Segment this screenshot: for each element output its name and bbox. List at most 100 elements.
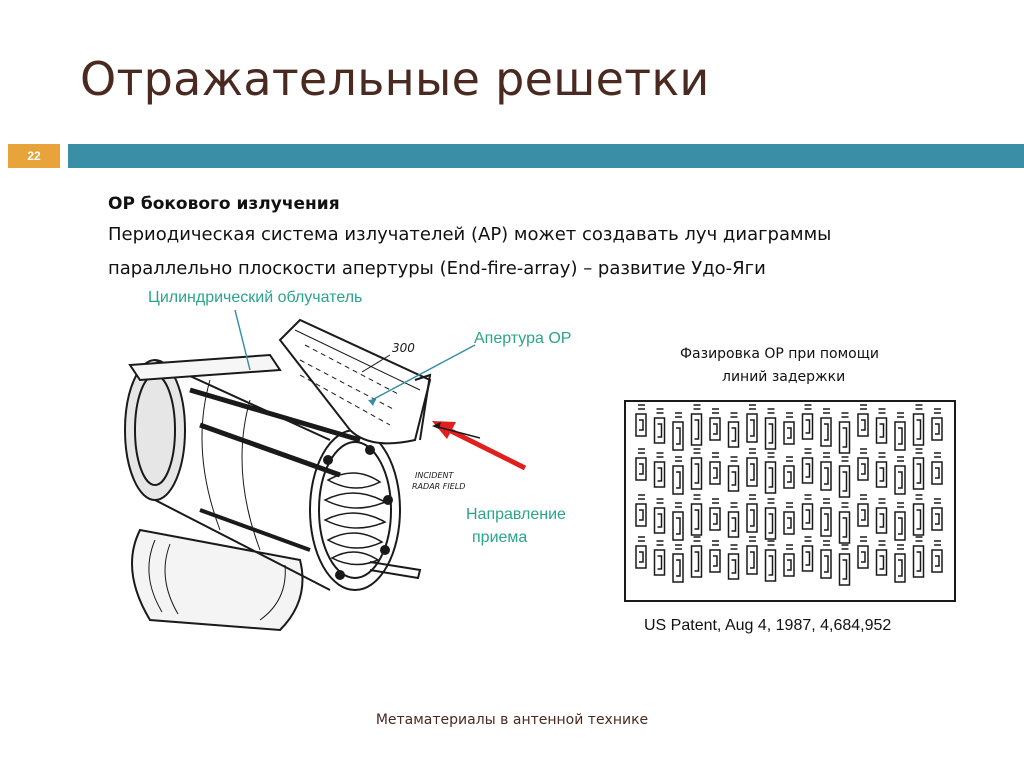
delay-line-tab bbox=[860, 494, 867, 500]
drawing-incident-label-2: RADAR FIELD bbox=[412, 482, 465, 491]
delay-line-tab bbox=[749, 494, 756, 500]
delay-line-tab bbox=[915, 494, 923, 500]
delay-line-tab bbox=[823, 498, 830, 504]
delay-line-tab bbox=[693, 494, 701, 500]
patent-reference: US Patent, Aug 4, 1987, 4,684,952 bbox=[644, 617, 892, 634]
delay-line-cell bbox=[727, 553, 740, 580]
delay-line-tab bbox=[897, 502, 904, 508]
delay-line-tab bbox=[730, 502, 738, 508]
delay-line-cell bbox=[709, 507, 721, 531]
delay-line-tab bbox=[804, 448, 812, 454]
delay-line-cell bbox=[912, 503, 925, 536]
delay-line-tab bbox=[638, 536, 645, 542]
delay-line-tab bbox=[730, 544, 738, 550]
delay-line-tab bbox=[712, 408, 719, 414]
header-bar bbox=[68, 144, 1024, 168]
delay-line-cell bbox=[857, 503, 869, 527]
delay-line-tab bbox=[786, 502, 793, 508]
delay-line-tab bbox=[934, 540, 941, 546]
delay-line-cell bbox=[709, 461, 721, 485]
delay-line-tab bbox=[656, 452, 664, 458]
delay-line-cell bbox=[801, 457, 814, 484]
delay-line-cell bbox=[783, 421, 795, 445]
delay-line-cell bbox=[820, 507, 832, 537]
delay-line-tab bbox=[730, 412, 738, 418]
delay-line-tab bbox=[841, 412, 849, 418]
delay-line-cell bbox=[727, 421, 740, 448]
delay-line-tab bbox=[860, 404, 867, 410]
delay-line-array-drawing bbox=[624, 400, 956, 602]
delay-line-tab bbox=[712, 452, 719, 458]
footer-text: Метаматериалы в антенной технике bbox=[375, 712, 649, 728]
callout-direction-line-2: приема bbox=[472, 529, 528, 546]
delay-line-cell bbox=[746, 457, 758, 487]
delay-line-cell bbox=[931, 507, 943, 531]
delay-line-tab bbox=[823, 452, 830, 458]
delay-line-tab bbox=[841, 456, 849, 462]
delay-line-tab bbox=[786, 412, 793, 418]
delay-line-tab bbox=[656, 498, 664, 504]
delay-line-tab bbox=[638, 494, 645, 500]
delay-line-tab bbox=[897, 412, 904, 418]
delay-line-tab bbox=[841, 544, 849, 550]
delay-line-cell bbox=[931, 461, 943, 485]
phasing-caption-line-1: Фазировка ОР при помощи bbox=[680, 346, 879, 362]
delay-line-cell bbox=[764, 417, 777, 450]
delay-line-tab bbox=[675, 544, 682, 550]
delay-line-cell bbox=[635, 413, 647, 437]
delay-line-tab bbox=[767, 408, 775, 414]
delay-line-cell bbox=[709, 417, 721, 441]
delay-line-tab bbox=[878, 498, 886, 504]
delay-line-cell bbox=[746, 503, 758, 533]
delay-line-tab bbox=[693, 404, 701, 410]
delay-line-tab bbox=[841, 502, 849, 508]
delay-line-cell bbox=[912, 457, 925, 490]
delay-line-cell bbox=[746, 413, 758, 443]
delay-line-tab bbox=[767, 452, 775, 458]
delay-line-tab bbox=[934, 408, 941, 414]
delay-line-tab bbox=[749, 448, 756, 454]
delay-line-tab bbox=[638, 448, 645, 454]
delay-line-cell bbox=[764, 549, 777, 582]
delay-line-tab bbox=[860, 448, 867, 454]
delay-line-tab bbox=[749, 404, 756, 410]
delay-line-cell bbox=[801, 545, 814, 572]
delay-line-tab bbox=[804, 494, 812, 500]
delay-line-cell bbox=[875, 461, 888, 488]
delay-line-tab bbox=[767, 498, 775, 504]
delay-line-cell bbox=[820, 417, 832, 447]
delay-line-tab bbox=[749, 536, 756, 542]
delay-line-cell bbox=[801, 413, 814, 440]
delay-line-cell bbox=[635, 545, 647, 569]
delay-line-tab bbox=[897, 456, 904, 462]
delay-line-cell bbox=[912, 545, 925, 578]
delay-line-cell bbox=[838, 553, 851, 586]
delay-line-cell bbox=[838, 511, 851, 544]
delay-line-cell bbox=[875, 507, 888, 534]
delay-line-tab bbox=[712, 498, 719, 504]
delay-line-tab bbox=[860, 536, 867, 542]
delay-line-cell bbox=[690, 503, 703, 536]
delay-line-cell bbox=[857, 545, 869, 569]
delay-line-tab bbox=[786, 544, 793, 550]
slide-number: 22 bbox=[8, 144, 60, 168]
delay-line-cell bbox=[727, 465, 740, 492]
delay-line-cell bbox=[653, 507, 666, 534]
delay-line-tab bbox=[878, 452, 886, 458]
delay-line-tab bbox=[656, 408, 664, 414]
delay-line-cell bbox=[801, 503, 814, 530]
delay-line-tab bbox=[878, 540, 886, 546]
delay-line-tab bbox=[675, 456, 682, 462]
delay-line-tab bbox=[934, 498, 941, 504]
callout-aperture: Апертура ОР bbox=[474, 330, 572, 347]
delay-line-cell bbox=[690, 545, 703, 578]
section-heading: ОР бокового излучения bbox=[108, 194, 340, 214]
delay-line-cell bbox=[635, 457, 647, 481]
delay-line-cell bbox=[764, 461, 777, 494]
delay-line-tab bbox=[804, 404, 812, 410]
delay-line-cell bbox=[894, 553, 906, 583]
delay-line-tab bbox=[786, 456, 793, 462]
delay-line-cell bbox=[931, 549, 943, 573]
delay-line-cell bbox=[783, 553, 795, 577]
delay-line-cell bbox=[672, 511, 684, 541]
